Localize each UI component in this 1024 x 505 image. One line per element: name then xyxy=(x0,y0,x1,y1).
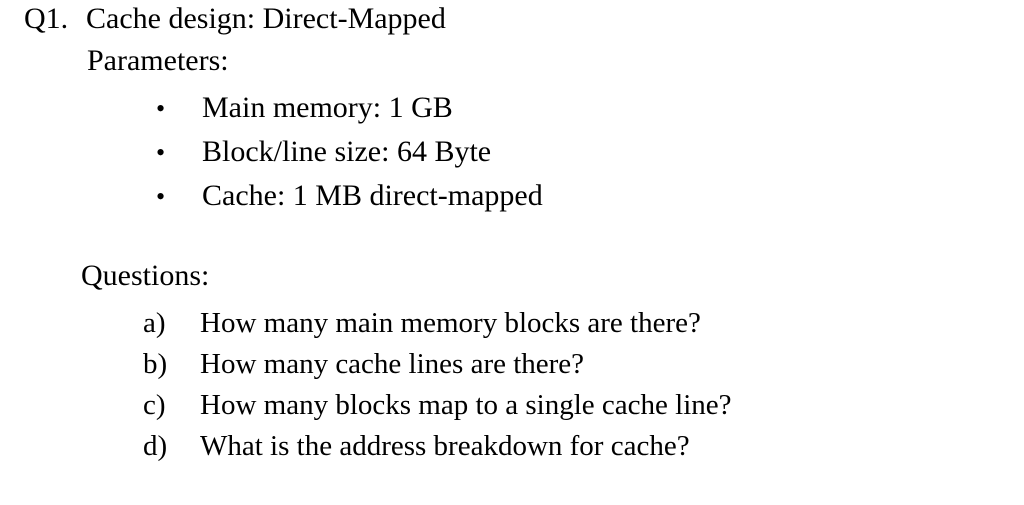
questions-label: Questions: xyxy=(81,259,210,292)
question-number: Q1. xyxy=(24,2,69,35)
question-text: How many cache lines are there? xyxy=(200,348,585,380)
question-marker: a) xyxy=(143,307,166,339)
list-item: • Main memory: 1 GB xyxy=(150,86,543,130)
parameter-text: Block/line size: 64 Byte xyxy=(202,135,492,168)
parameters-label: Parameters: xyxy=(87,44,229,77)
question-marker: c) xyxy=(143,389,166,421)
question-heading: Q1. Cache design: Direct-Mapped xyxy=(24,0,446,38)
list-item: d) What is the address breakdown for cac… xyxy=(143,426,732,467)
question-text: How many main memory blocks are there? xyxy=(200,307,701,339)
bullet-icon: • xyxy=(156,138,166,167)
list-item: • Cache: 1 MB direct-mapped xyxy=(150,174,543,218)
questions-list: a) How many main memory blocks are there… xyxy=(143,303,732,467)
list-item: c) How many blocks map to a single cache… xyxy=(143,385,732,426)
question-text: What is the address breakdown for cache? xyxy=(200,430,690,462)
page-title: Cache design: Direct-Mapped xyxy=(86,2,446,35)
parameter-text: Cache: 1 MB direct-mapped xyxy=(202,179,543,212)
bullet-icon: • xyxy=(156,182,166,211)
question-text: How many blocks map to a single cache li… xyxy=(200,389,732,421)
bullet-icon: • xyxy=(156,94,166,123)
question-marker: b) xyxy=(143,348,168,380)
parameter-text: Main memory: 1 GB xyxy=(202,91,453,124)
list-item: b) How many cache lines are there? xyxy=(143,344,732,385)
question-marker: d) xyxy=(143,430,168,462)
list-item: • Block/line size: 64 Byte xyxy=(150,130,543,174)
list-item: a) How many main memory blocks are there… xyxy=(143,303,732,344)
parameters-list: • Main memory: 1 GB • Block/line size: 6… xyxy=(150,86,543,218)
